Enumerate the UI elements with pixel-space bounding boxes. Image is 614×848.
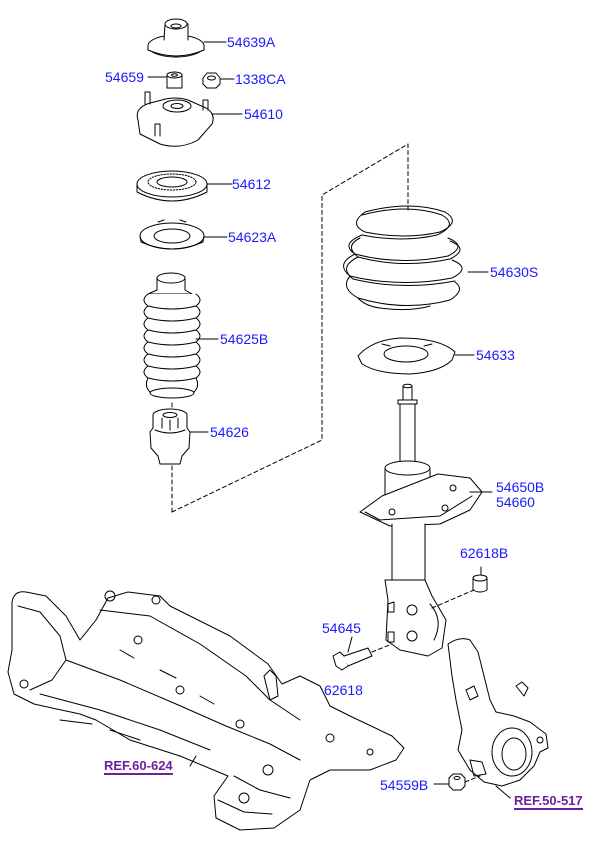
label-1338CA[interactable]: 1338CA [235,71,286,87]
label-54610[interactable]: 54610 [244,106,283,122]
label-54633[interactable]: 54633 [476,347,515,363]
ref-50-517-link[interactable]: REF.50-517 [514,793,583,810]
part-54626-bump-stop[interactable] [149,408,191,465]
ref-60-624-link[interactable]: REF.60-624 [104,758,173,775]
part-1338CA-hex-nut[interactable] [202,72,221,89]
part-54610-strut-mount[interactable] [136,91,214,147]
part-54659-nut[interactable] [166,71,183,89]
steering-knuckle[interactable] [447,638,549,787]
part-54623A-spring-seat[interactable] [139,219,205,250]
label-54623A[interactable]: 54623A [228,229,277,245]
part-54639A-dust-cap[interactable] [147,18,205,58]
label-62618[interactable]: 62618 [324,682,363,698]
label-54625B[interactable]: 54625B [220,331,269,347]
subframe-crossmember[interactable] [7,590,405,831]
part-54645-bolt[interactable] [332,647,373,671]
label-54639A[interactable]: 54639A [227,34,276,50]
part-54559B-nut[interactable] [448,773,466,791]
part-62618B-nut[interactable] [472,574,488,593]
part-54650B-strut-assembly[interactable] [359,383,483,657]
label-54659[interactable]: 54659 [105,69,144,85]
label-54630S[interactable]: 54630S [490,264,539,280]
assembly-dashed-outline [171,143,409,513]
part-54633-spring-pad[interactable] [357,337,456,375]
part-54630S-coil-spring[interactable] [343,205,463,311]
part-54612-bearing[interactable] [136,170,208,202]
part-54625B-dust-boot[interactable] [143,272,201,399]
label-54660[interactable]: 54660 [496,494,535,510]
label-54612[interactable]: 54612 [232,176,271,192]
label-62618B[interactable]: 62618B [460,545,509,561]
label-54645[interactable]: 54645 [322,620,361,636]
label-54626[interactable]: 54626 [210,424,249,440]
label-54650B[interactable]: 54650B [496,479,545,495]
label-54559B[interactable]: 54559B [380,777,429,793]
